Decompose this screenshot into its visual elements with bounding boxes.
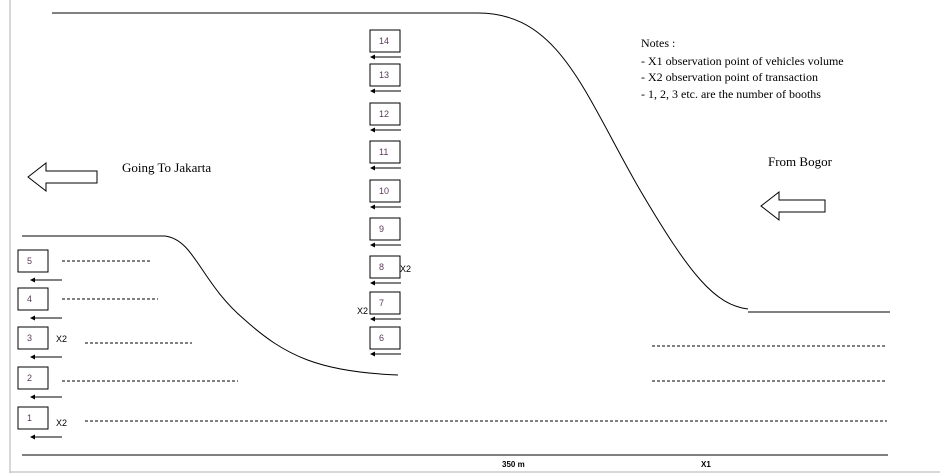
x2-mark-booth-8: X2: [400, 264, 411, 274]
booth-8: 8: [369, 255, 401, 286]
from-bogor-arrow-icon: [760, 190, 826, 222]
booth-number: 2: [27, 373, 32, 383]
lane-direction-arrow-icon: [370, 242, 401, 248]
from-bogor-label: From Bogor: [768, 154, 833, 169]
booth-number: 14: [379, 36, 389, 46]
lane-direction-arrow-icon: [370, 127, 401, 133]
booth-box: [369, 326, 401, 350]
note-item-1: - X1 observation point of vehicles volum…: [641, 54, 844, 68]
road-top-edge: [52, 12, 749, 310]
booth-box: [369, 217, 401, 241]
booth-number: 3: [27, 333, 32, 343]
booth-1: 1: [17, 406, 62, 440]
booth-number: 4: [27, 294, 32, 304]
booth-box: [369, 255, 401, 279]
lane-direction-arrow-icon: [30, 394, 62, 400]
lane-direction-arrow-icon: [370, 165, 401, 171]
booth-number: 13: [379, 70, 389, 80]
booth-6: 6: [369, 326, 401, 357]
booth-box: [17, 287, 49, 311]
booth-number: 11: [379, 147, 388, 157]
lane-direction-arrow-icon: [30, 434, 62, 440]
x2-mark-booth-3: X2: [56, 334, 67, 344]
x1-observation-label: X1: [701, 460, 711, 469]
booth-14: 14: [369, 29, 401, 60]
center-booth-column: 14 13 12 11 10 9 8 7 6: [369, 29, 401, 357]
booth-box: [369, 140, 401, 164]
booth-4: 4: [17, 287, 62, 321]
booth-box: [369, 102, 401, 126]
note-item-2: - X2 observation point of transaction: [641, 70, 818, 84]
booth-number: 6: [379, 333, 384, 343]
booth-11: 11: [369, 140, 401, 171]
road-lower-edge: [22, 235, 399, 376]
lane-direction-arrow-icon: [370, 351, 401, 357]
lane-direction-arrow-icon: [370, 54, 401, 60]
distance-label: 350 m: [502, 460, 525, 469]
booth-number: 8: [379, 262, 384, 272]
booth-12: 12: [369, 102, 401, 133]
booth-9: 9: [369, 217, 401, 248]
booth-3: 3: [17, 326, 62, 360]
booth-box: [369, 29, 401, 53]
left-booth-column: 5 4 3 2 1: [17, 249, 62, 440]
booth-number: 10: [379, 186, 389, 196]
booth-13: 13: [369, 63, 401, 94]
booth-7: 7: [369, 291, 401, 322]
booth-box: [369, 179, 401, 203]
lane-direction-arrow-icon: [370, 316, 401, 322]
booth-box: [17, 249, 49, 273]
lane-direction-arrow-icon: [370, 280, 401, 286]
booth-number: 7: [379, 298, 384, 308]
booth-box: [17, 406, 49, 430]
booth-number: 9: [379, 224, 384, 234]
booth-box: [17, 326, 49, 350]
lane-direction-arrow-icon: [370, 88, 401, 94]
booth-box: [17, 366, 49, 390]
booth-2: 2: [17, 366, 62, 400]
booth-number: 1: [27, 413, 32, 423]
lane-direction-arrow-icon: [370, 204, 401, 210]
booth-number: 5: [27, 256, 32, 266]
booth-box: [369, 63, 401, 87]
notes-heading: Notes :: [641, 36, 675, 50]
going-to-jakarta-arrow-icon: [27, 161, 98, 193]
note-item-3: - 1, 2, 3 etc. are the number of booths: [641, 87, 821, 101]
going-to-jakarta-label: Going To Jakarta: [122, 160, 211, 175]
booth-10: 10: [369, 179, 401, 210]
x2-mark-booth-7: X2: [357, 306, 368, 316]
booth-5: 5: [17, 249, 62, 283]
booth-box: [369, 291, 401, 315]
x2-mark-booth-1: X2: [56, 418, 67, 428]
booth-number: 12: [379, 109, 389, 119]
lane-direction-arrow-icon: [30, 277, 62, 283]
lane-direction-arrow-icon: [30, 315, 62, 321]
lane-direction-arrow-icon: [30, 354, 62, 360]
